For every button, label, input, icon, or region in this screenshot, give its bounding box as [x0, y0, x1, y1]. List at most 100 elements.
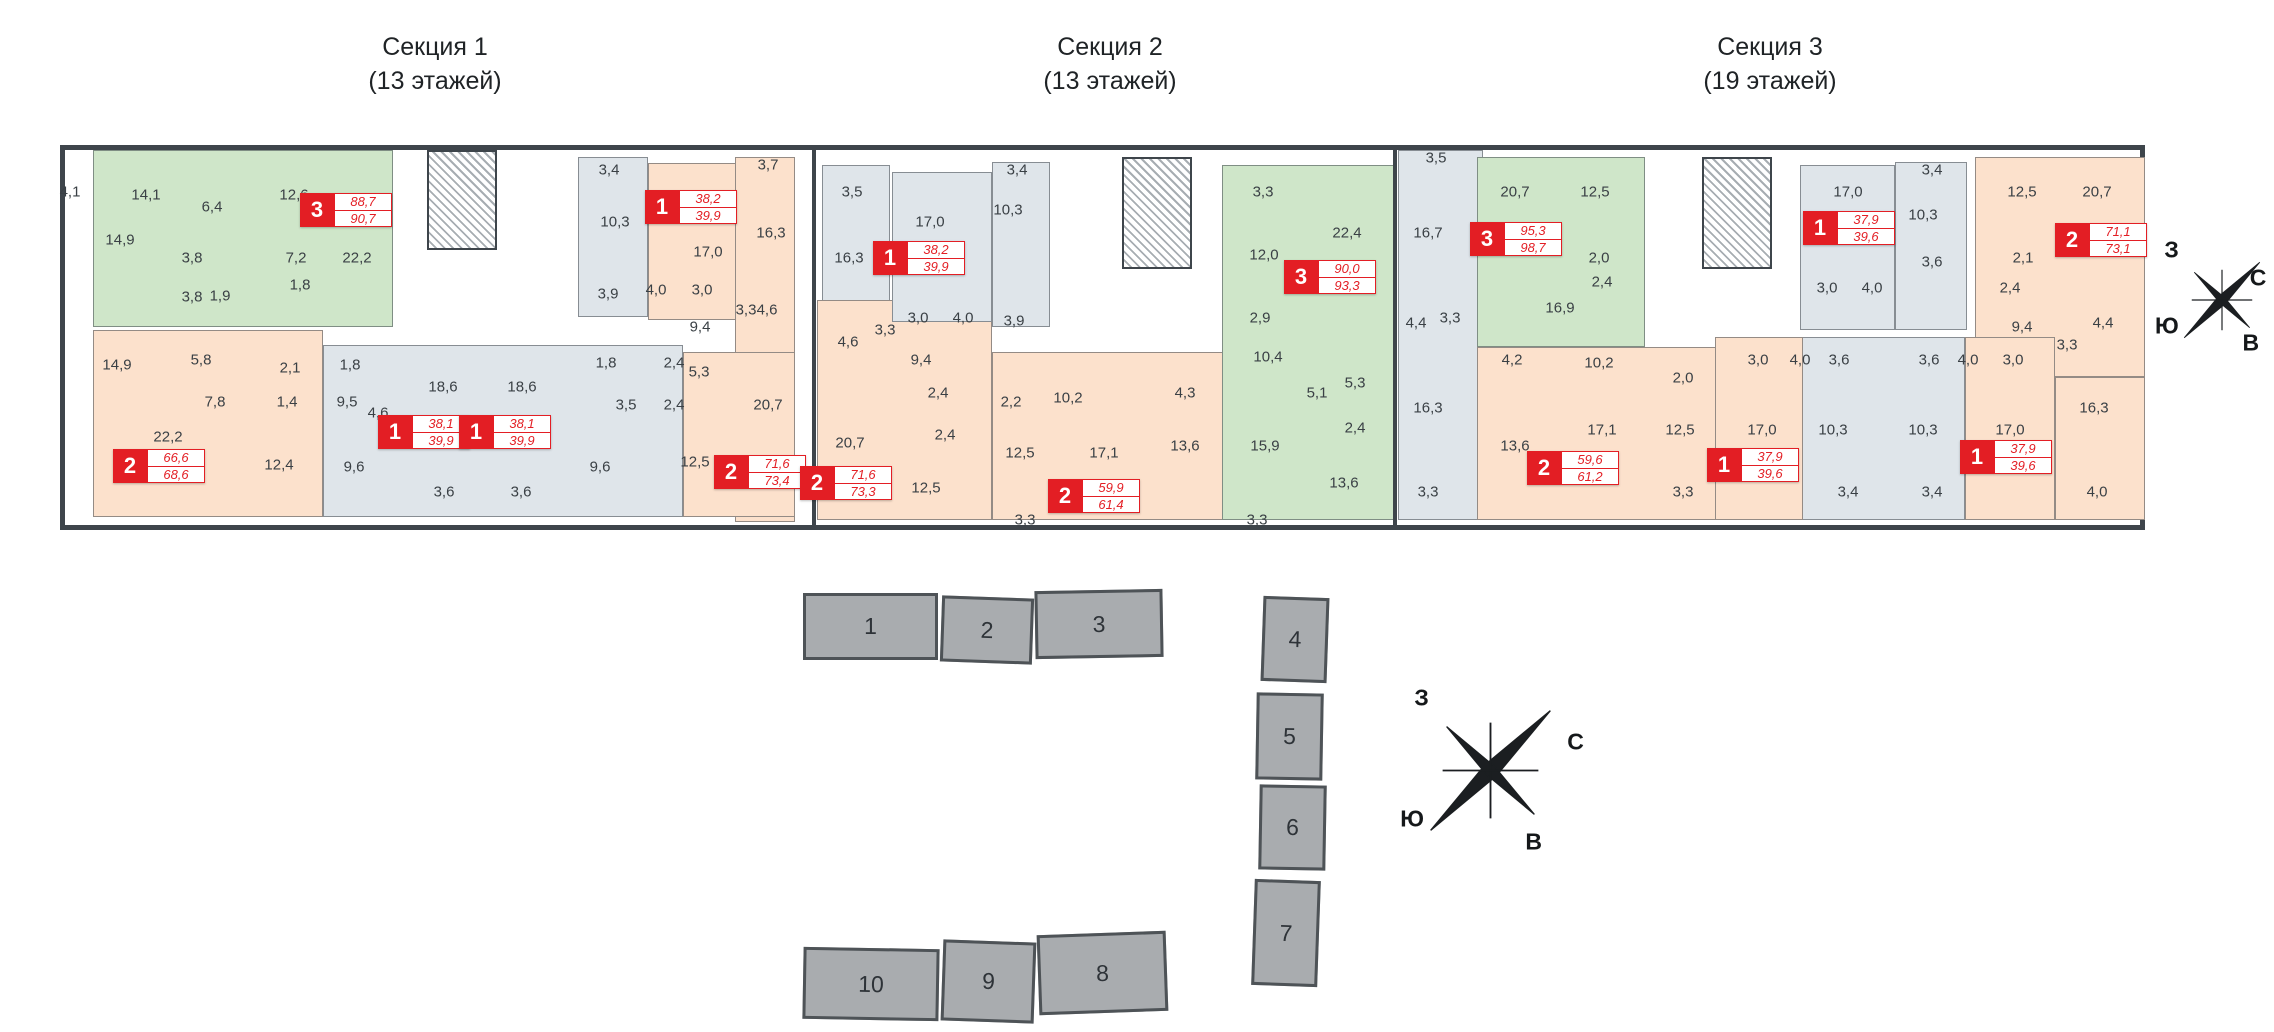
badge-area-bottom: 68,6	[163, 466, 189, 482]
room-area-label: 20,7	[1500, 183, 1530, 201]
room-area-label: 10,3	[600, 213, 630, 231]
apartment-region[interactable]	[1800, 165, 1895, 330]
compass-direction-label: В	[1525, 828, 1542, 855]
apartment-region[interactable]	[992, 162, 1050, 327]
badge-area-top: 38,2	[908, 242, 964, 259]
badge-area-top: 37,9	[1838, 212, 1894, 229]
room-area-label: 5,1	[1306, 384, 1328, 402]
site-block-1[interactable]: 1	[803, 593, 938, 660]
apartment-region[interactable]	[93, 330, 323, 517]
apartment-region[interactable]	[683, 352, 795, 517]
badge-room-count: 2	[1048, 479, 1082, 513]
apartment-region[interactable]	[1965, 337, 2055, 520]
badge-room-count: 2	[2055, 223, 2089, 257]
badge-area-top: 90,0	[1319, 261, 1375, 278]
room-area-label: 18,6	[507, 378, 537, 396]
room-area-label: 12,5	[1580, 183, 1610, 201]
section-3-title: Секция 3	[1717, 33, 1823, 61]
room-area-label: 2,9	[1249, 309, 1271, 327]
apartment-region[interactable]	[2055, 377, 2145, 520]
badge-area-top: 37,9	[1742, 449, 1798, 466]
room-area-label: 22,4	[1332, 224, 1362, 242]
badge-area-bottom: 39,6	[1757, 465, 1783, 481]
room-area-label: 3,5	[841, 183, 863, 201]
apartment-region[interactable]	[1800, 337, 1965, 520]
room-area-label: 2,1	[2012, 249, 2034, 267]
apartment-region[interactable]	[1895, 162, 1967, 330]
badge-area-top: 95,3	[1505, 223, 1561, 240]
room-area-label: 2,0	[1588, 249, 1610, 267]
room-area-label: 14,1	[131, 186, 161, 204]
badge-room-count: 3	[1470, 222, 1504, 256]
room-area-label: 7,2	[285, 249, 307, 267]
section-3-header: Секция 3 (19 этажей)	[1660, 30, 1880, 98]
apartment-region[interactable]	[1222, 165, 1397, 520]
compass-direction-label: С	[1567, 728, 1584, 754]
room-area-label: 20,7	[753, 396, 783, 414]
stair-core	[1122, 157, 1192, 269]
room-area-label: 3,6	[510, 483, 532, 501]
room-area-label: 4,0	[1861, 279, 1883, 297]
room-area-label: 3,4	[1921, 161, 1943, 179]
room-area-label: 3,3	[2056, 336, 2078, 354]
apartment-region[interactable]	[93, 150, 393, 327]
apartment-region[interactable]	[1477, 347, 1720, 520]
room-area-label: 1,9	[209, 287, 231, 305]
room-area-label: 2,0	[1672, 369, 1694, 387]
room-area-label: 1,8	[595, 354, 617, 372]
badge-area-bottom: 39,6	[2010, 457, 2036, 473]
badge-room-count: 1	[1707, 448, 1741, 482]
room-area-label: 9,4	[2011, 318, 2033, 336]
compass-direction-label: Ю	[2154, 312, 2179, 339]
badge-room-count: 1	[1960, 440, 1994, 474]
room-area-label: 2,4	[663, 396, 685, 414]
room-area-label: 3,0	[2002, 351, 2024, 369]
room-area-label: 5,3	[688, 363, 710, 381]
room-area-label: 4,1	[59, 183, 81, 201]
apartment-region[interactable]	[1398, 150, 1483, 520]
apartment-region[interactable]	[578, 157, 648, 317]
apartment-region[interactable]	[648, 163, 748, 320]
room-area-label: 3,4	[598, 161, 620, 179]
room-area-label: 3,9	[1003, 312, 1025, 330]
badge-area-top: 88,7	[335, 194, 391, 211]
room-area-label: 12,5	[2007, 183, 2037, 201]
room-area-label: 22,2	[342, 249, 372, 267]
room-area-label: 3,3	[1014, 511, 1036, 529]
room-area-label: 16,7	[1413, 224, 1443, 242]
section-divider-wall	[1393, 145, 1397, 530]
apartment-region[interactable]	[1715, 337, 1803, 520]
room-area-label: 16,3	[2079, 399, 2109, 417]
room-area-label: 17,1	[1089, 444, 1119, 462]
room-area-label: 20,7	[835, 434, 865, 452]
room-area-label: 10,3	[993, 201, 1023, 219]
badge-area-bottom: 39,9	[428, 432, 454, 448]
apartment-region[interactable]	[822, 165, 890, 305]
badge-room-count: 1	[459, 415, 493, 449]
room-area-label: 4,4	[1405, 314, 1427, 332]
badge-room-count: 2	[714, 455, 748, 489]
badge-area-top: 71,6	[835, 467, 891, 484]
